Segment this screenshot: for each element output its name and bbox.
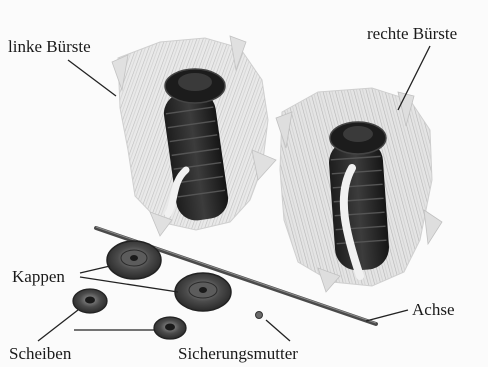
label-right-brush: rechte Bürste <box>367 25 457 42</box>
label-lock-nut: Sicherungsmutter <box>178 345 298 362</box>
leader-right-brush <box>398 46 430 110</box>
leader-washers-1 <box>38 310 78 341</box>
label-left-brush: linke Bürste <box>8 38 91 55</box>
leader-axle <box>366 310 408 321</box>
leader-lock-nut <box>266 320 290 341</box>
label-washers: Scheiben <box>9 345 71 362</box>
washer-1 <box>73 289 107 313</box>
cap-1 <box>107 241 161 279</box>
right-brush-hub-bore <box>343 126 373 142</box>
label-axle: Achse <box>412 301 454 318</box>
cap-2 <box>175 273 231 311</box>
leader-caps-1 <box>80 266 110 273</box>
left-brush <box>112 36 276 236</box>
label-caps: Kappen <box>12 268 65 285</box>
lock-nut <box>256 312 263 319</box>
washer-2 <box>154 317 186 339</box>
right-brush <box>276 88 442 292</box>
left-brush-hub-bore <box>178 73 212 91</box>
leader-left-brush <box>68 60 116 96</box>
